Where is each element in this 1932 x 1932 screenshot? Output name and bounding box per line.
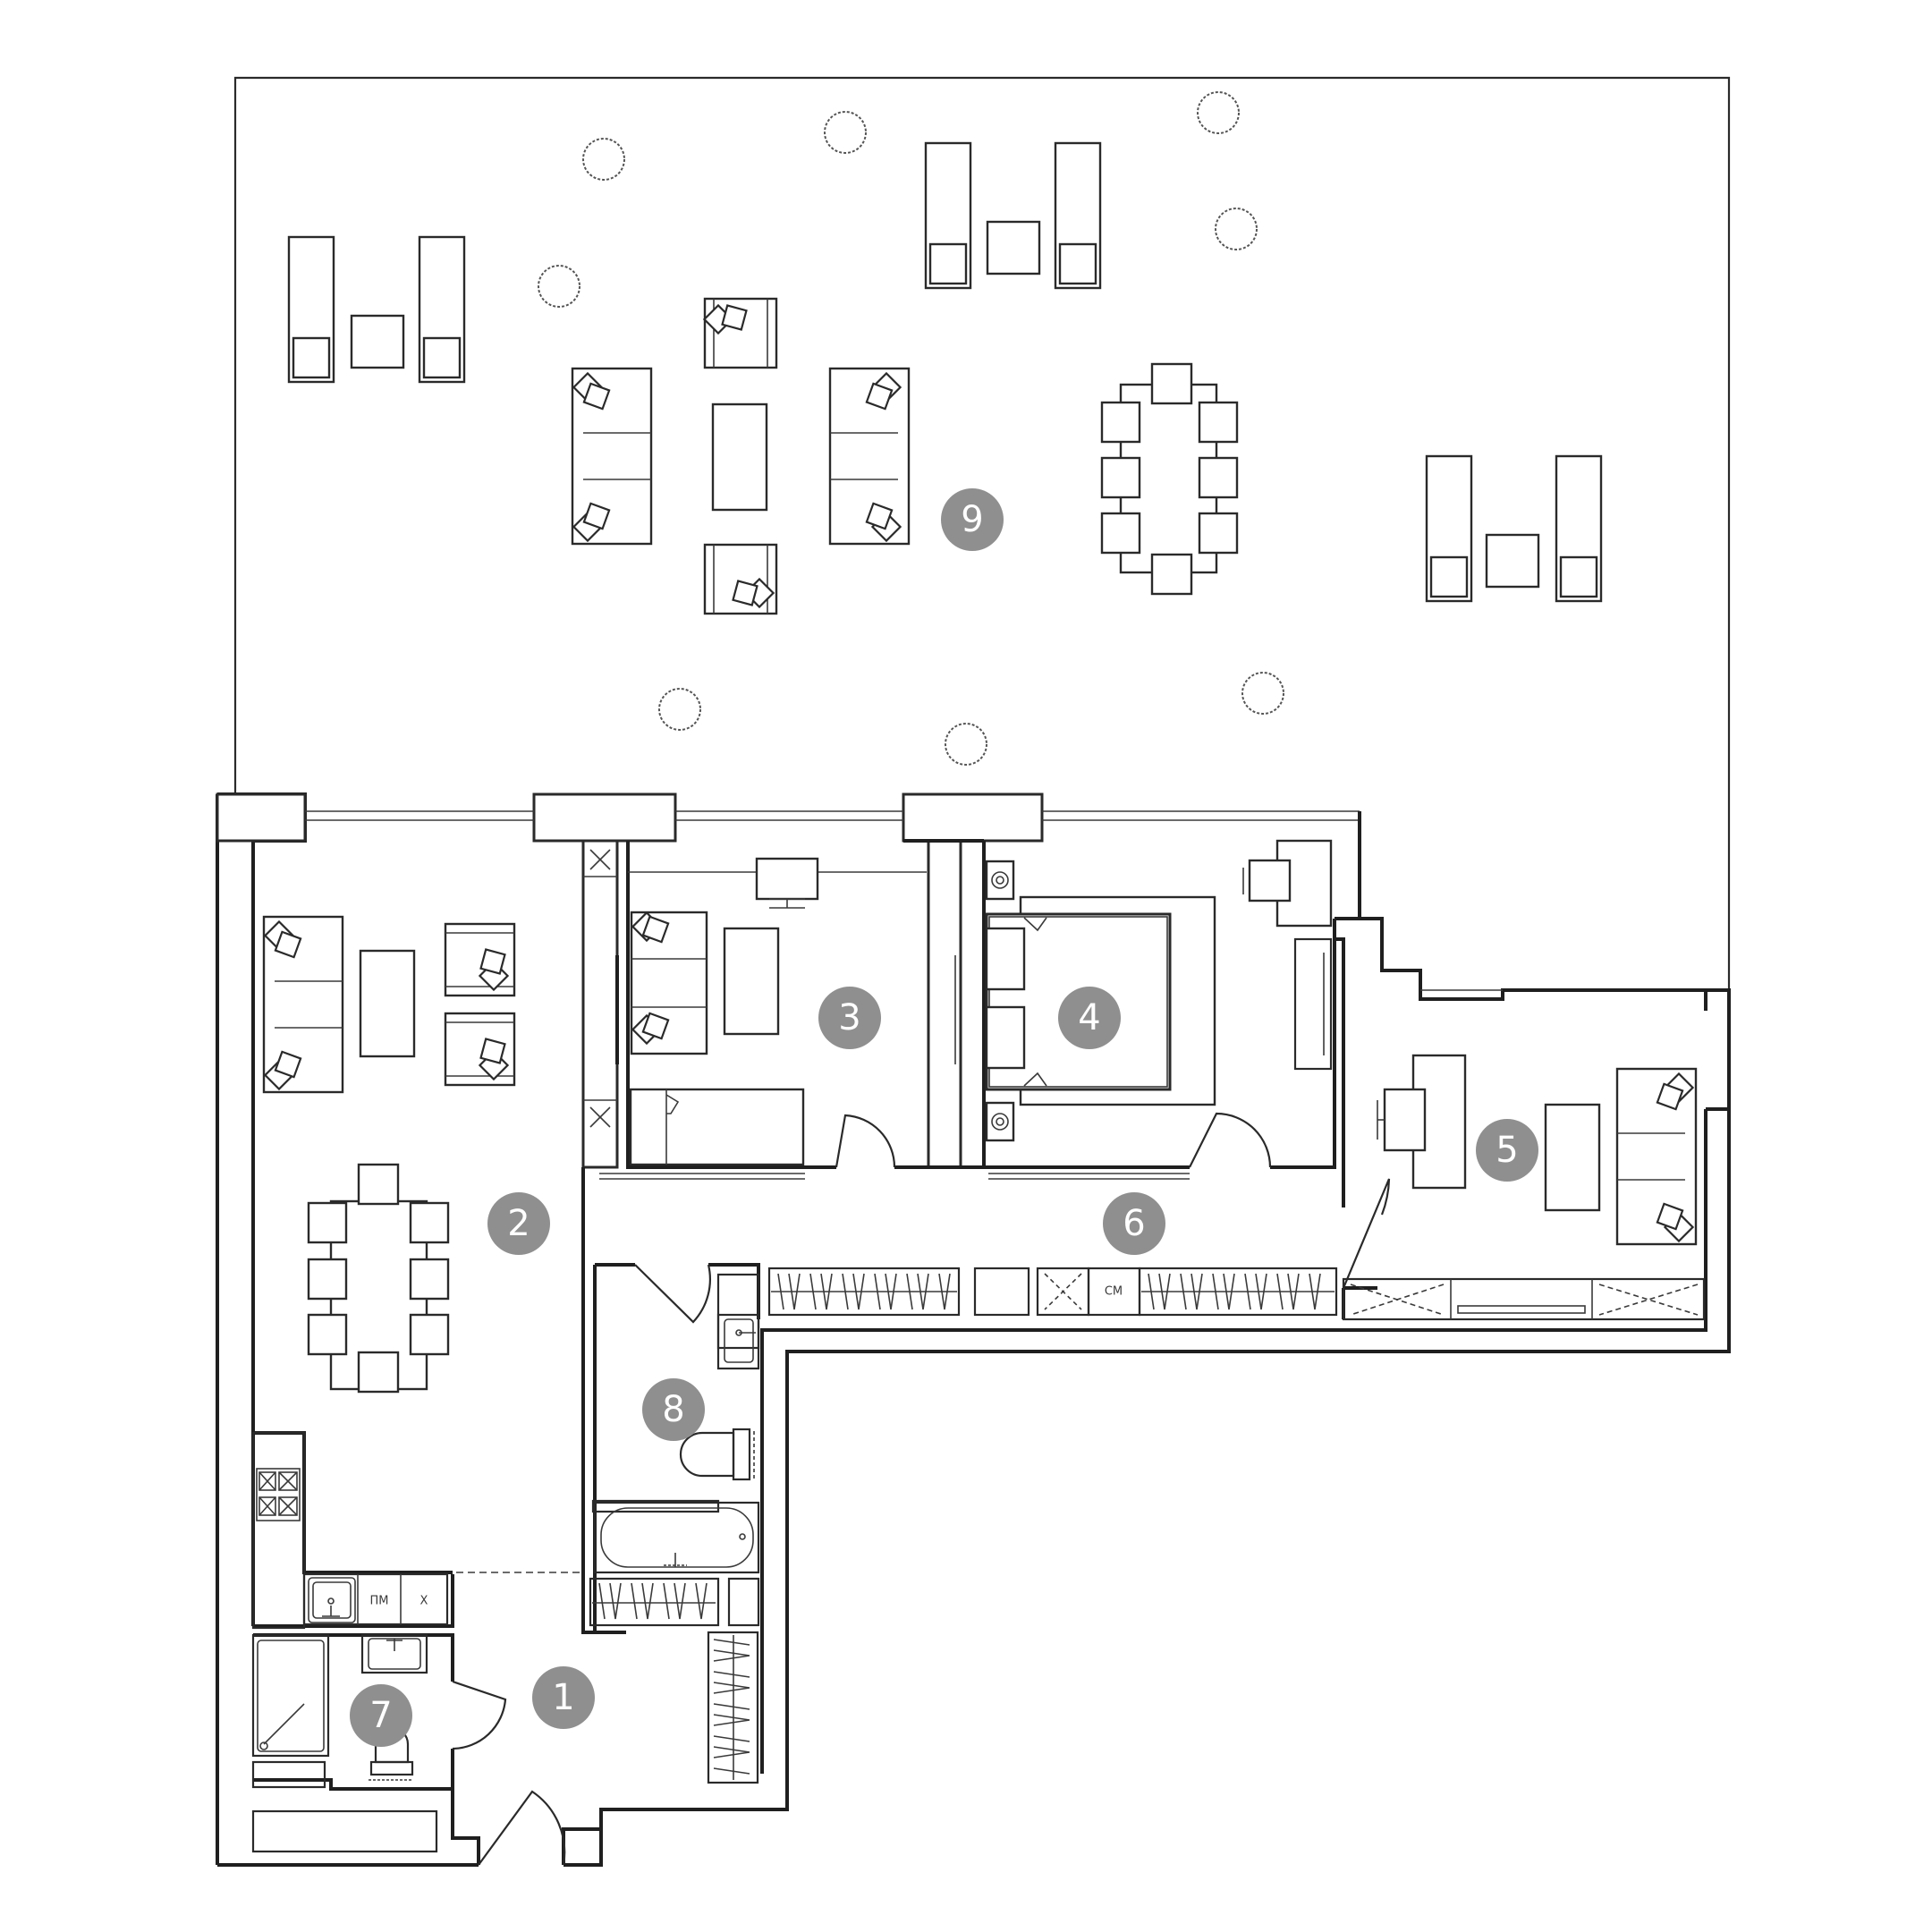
room-badge-6: 6 — [1103, 1192, 1165, 1255]
svg-text:4: 4 — [1078, 997, 1100, 1038]
kitchen-sink-icon — [308, 1577, 356, 1623]
washer-label: СМ — [1105, 1285, 1123, 1299]
fridge-label: Х — [420, 1595, 428, 1608]
bedroom-3-furniture — [599, 857, 927, 1180]
sun-loungers-top — [924, 141, 1102, 290]
svg-text:6: 6 — [1123, 1203, 1145, 1244]
svg-text:8: 8 — [662, 1389, 684, 1430]
room-badge-5: 5 — [1476, 1119, 1538, 1182]
sun-loungers-right — [1425, 454, 1603, 603]
dishwasher-label: ПМ — [370, 1595, 389, 1608]
room-5-furniture — [1342, 1054, 1706, 1321]
dining-table — [307, 1163, 450, 1394]
terrace-trees — [538, 91, 1284, 766]
room-badge-8: 8 — [642, 1378, 705, 1441]
stove-icon — [256, 1468, 301, 1521]
doors — [452, 1112, 1391, 1866]
room-badge-9: 9 — [941, 488, 1004, 551]
bathroom-8-fixtures — [593, 1273, 760, 1574]
room-badge-2: 2 — [487, 1192, 550, 1255]
terrace-dining — [1100, 362, 1239, 596]
toilet-icon — [679, 1428, 755, 1481]
sun-loungers-left — [287, 235, 466, 384]
room-badge-4: 4 — [1058, 987, 1121, 1049]
svg-text:5: 5 — [1496, 1130, 1518, 1171]
room-badge-3: 3 — [818, 987, 881, 1049]
terrace-lounge — [571, 297, 911, 615]
room-badges: 1 2 3 4 5 6 7 8 — [350, 488, 1538, 1747]
room-badge-1: 1 — [532, 1666, 595, 1729]
svg-text:2: 2 — [507, 1203, 530, 1244]
hall-storage — [589, 1577, 760, 1784]
bedroom-4-furniture — [985, 839, 1333, 1180]
outer-walls — [216, 792, 1731, 1867]
svg-text:3: 3 — [838, 997, 860, 1038]
kitchen: ПМ Х — [251, 1431, 449, 1630]
terrace-outline — [233, 76, 1731, 990]
bathroom-7-fixtures — [251, 1633, 438, 1853]
interior-walls — [253, 839, 1377, 1865]
svg-text:7: 7 — [369, 1695, 392, 1736]
shower-icon — [251, 1633, 330, 1758]
room-badge-7: 7 — [350, 1684, 412, 1747]
living-sofa — [262, 915, 516, 1094]
svg-text:9: 9 — [961, 499, 983, 540]
svg-text:1: 1 — [552, 1677, 574, 1718]
washbasin-icon — [360, 1633, 428, 1674]
corridor-storage: СМ — [767, 1267, 1338, 1317]
bathtub-icon — [593, 1501, 760, 1574]
